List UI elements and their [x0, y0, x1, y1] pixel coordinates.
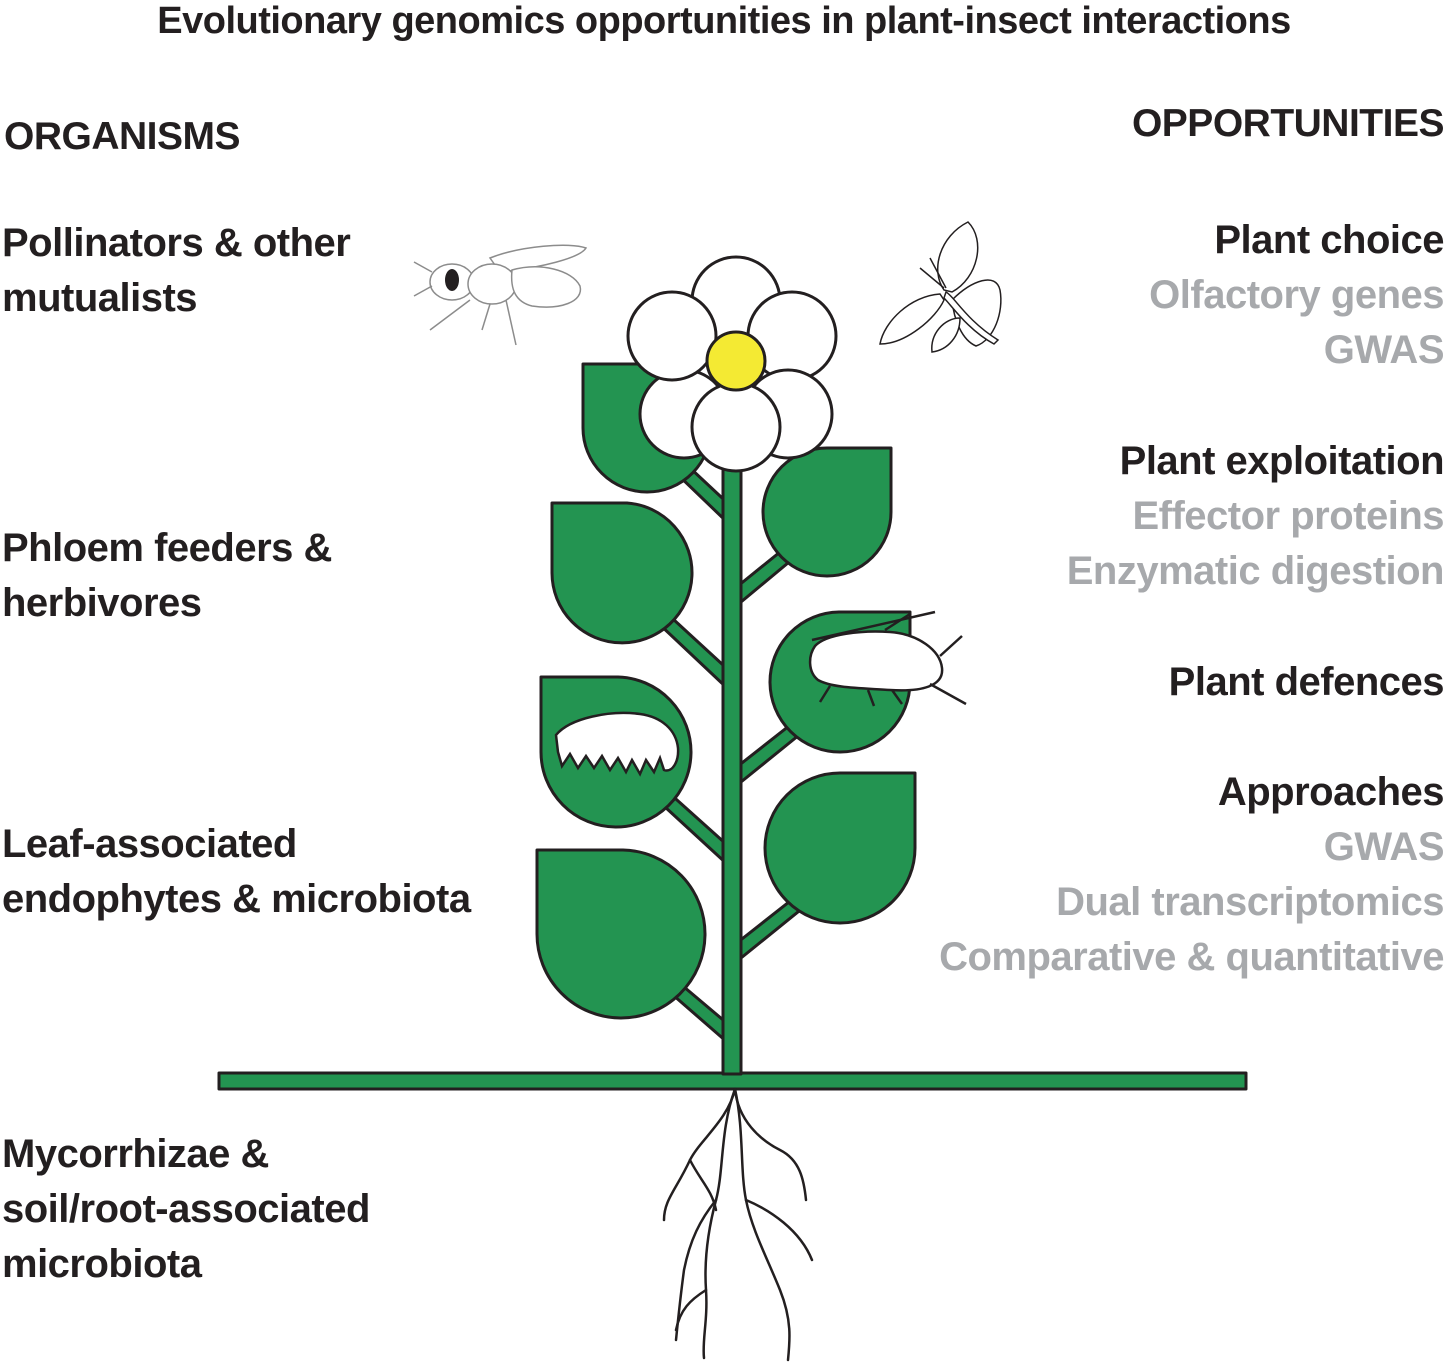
opportunity-heading: Plant defences: [1168, 660, 1445, 704]
opportunity-subitem: GWAS: [1323, 328, 1445, 372]
organism-mycorrhizae: Mycorrhizae & soil/root-associated micro…: [2, 1127, 370, 1292]
leaf: [550, 501, 694, 645]
organism-line: Phloem feeders &: [2, 526, 332, 570]
stem: [721, 460, 743, 1076]
opportunity-plant-choice: Plant choice Olfactory genes GWAS: [1149, 213, 1444, 378]
organism-line: herbivores: [2, 581, 202, 625]
opportunity-subitem: Olfactory genes: [1149, 273, 1444, 317]
organism-line: mutualists: [2, 276, 198, 320]
organism-line: Mycorrhizae &: [2, 1132, 269, 1176]
opportunity-subitem: Effector proteins: [1132, 494, 1444, 538]
opportunity-heading: Approaches: [1217, 770, 1445, 814]
leaf: [763, 771, 917, 925]
opportunity-plant-defences: Plant defences: [1168, 655, 1445, 710]
opportunity-plant-exploitation: Plant exploitation Effector proteins Enz…: [1066, 434, 1445, 599]
organism-line: endophytes & microbiota: [2, 877, 471, 921]
opportunity-subitem: Comparative & quantitative: [939, 935, 1444, 979]
bee-icon: [413, 244, 588, 346]
aphid-icon: [808, 610, 967, 707]
leaf: [535, 848, 707, 1020]
organisms-header: ORGANISMS: [4, 115, 241, 158]
organism-leaf-associated: Leaf-associated endophytes & microbiota: [2, 817, 471, 927]
organism-line: microbiota: [2, 1242, 202, 1286]
opportunities-header: OPPORTUNITIES: [1131, 102, 1445, 145]
opportunity-heading: Plant choice: [1214, 218, 1444, 262]
caterpillar-icon: [554, 711, 680, 777]
organism-line: Leaf-associated: [2, 822, 297, 866]
opportunity-approaches: Approaches GWAS Dual transcriptomics Com…: [939, 765, 1444, 985]
opportunity-heading: Plant exploitation: [1119, 439, 1445, 483]
leaf: [761, 446, 893, 578]
organism-line: soil/root-associated: [2, 1187, 370, 1231]
opportunity-subitem: Enzymatic digestion: [1066, 549, 1445, 593]
organism-pollinators: Pollinators & other mutualists: [2, 216, 351, 326]
moth-icon: [879, 221, 1002, 353]
roots-icon: [662, 1087, 814, 1362]
diagram-title: Evolutionary genomics opportunities in p…: [157, 0, 1291, 42]
opportunity-subitem: GWAS: [1323, 825, 1445, 869]
organism-phloem-feeders: Phloem feeders & herbivores: [2, 521, 332, 631]
flower-icon: [626, 255, 838, 473]
organism-line: Pollinators & other: [2, 221, 351, 265]
opportunity-subitem: Dual transcriptomics: [1056, 880, 1444, 924]
